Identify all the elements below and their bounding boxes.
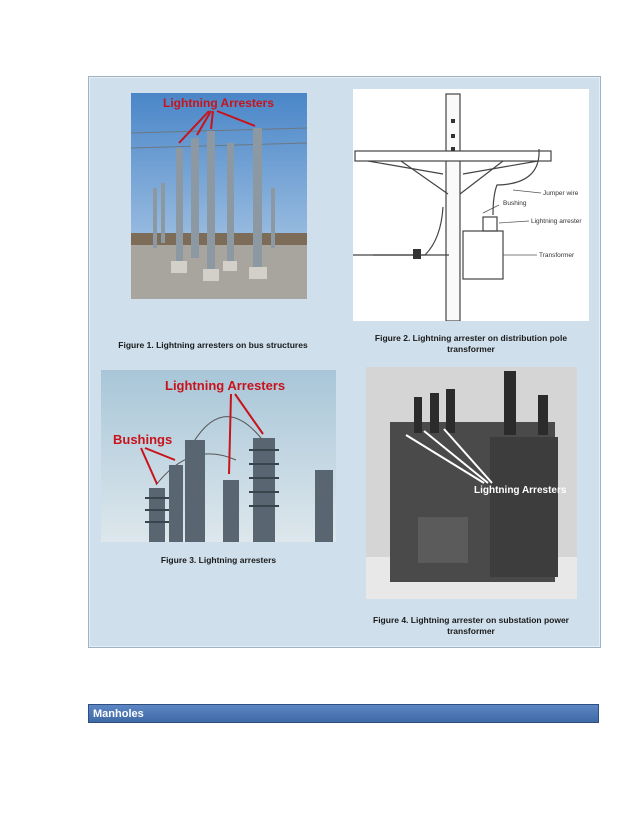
section-header-manholes: Manholes xyxy=(88,704,599,723)
figure-2-image: Jumper wire Bushing Lightning arrester T… xyxy=(353,89,589,321)
figure-1-caption: Figure 1. Lightning arresters on bus str… xyxy=(118,340,308,350)
figure-4-label: Lightning Arresters xyxy=(474,485,567,496)
figure-2-arrester-label: Lightning arrester xyxy=(531,218,582,225)
figure-4-caption: Figure 4. Lightning arrester on substati… xyxy=(373,615,569,636)
figure-3-image: Lightning Arresters Bushings xyxy=(101,370,336,542)
figure-3-caption: Figure 3. Lightning arresters xyxy=(160,555,277,565)
figure-2-bushing-label: Bushing xyxy=(503,200,527,207)
figure-1-label: Lightning Arresters xyxy=(163,96,274,110)
figure-2-transformer-label: Transformer xyxy=(539,252,575,259)
figure-2-caption: Figure 2. Lightning arrester on distribu… xyxy=(374,333,568,354)
figure-4-image: Lightning Arresters xyxy=(366,367,577,599)
figure-3-bushings-label: Bushings xyxy=(113,432,172,447)
figure-1-image: Lightning Arresters xyxy=(131,93,307,299)
figure-3-label: Lightning Arresters xyxy=(165,378,285,393)
figure-2-jumper-label: Jumper wire xyxy=(543,190,579,197)
